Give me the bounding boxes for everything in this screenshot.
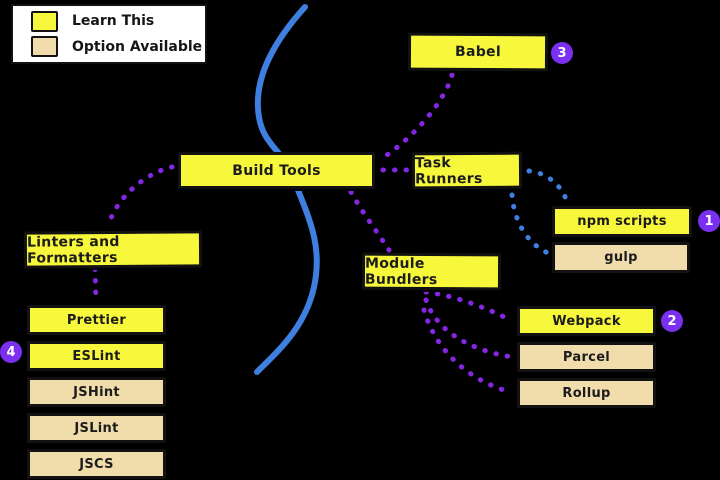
- node-rollup[interactable]: Rollup: [517, 378, 656, 408]
- edge-taskrunners-gulp: [509, 192, 551, 256]
- legend-item-learn: Learn This: [13, 10, 205, 32]
- edge-linters-prettier: [92, 266, 99, 304]
- order-badge-1: 1: [698, 210, 720, 232]
- order-badge-3: 3: [551, 42, 573, 64]
- edge-buildtools-modulebundlers: [348, 189, 392, 253]
- roadmap-spine-line: [254, 4, 320, 375]
- node-linters-and-formatters[interactable]: Linters and Formatters: [23, 230, 203, 269]
- node-babel[interactable]: Babel: [407, 32, 549, 72]
- node-jslint[interactable]: JSLint: [27, 413, 166, 443]
- edge-modulebundlers-rollup: [421, 307, 513, 395]
- node-jshint[interactable]: JSHint: [27, 377, 166, 407]
- node-parcel[interactable]: Parcel: [517, 342, 656, 372]
- node-jscs[interactable]: JSCS: [27, 449, 166, 479]
- legend-label: Option Available: [72, 38, 203, 55]
- edge-buildtools-linters: [105, 164, 175, 230]
- node-gulp[interactable]: gulp: [552, 242, 690, 273]
- node-build-tools[interactable]: Build Tools: [178, 152, 375, 189]
- edge-modulebundlers-webpack: [423, 289, 515, 324]
- legend: Learn This Option Available: [11, 4, 207, 64]
- edge-modulebundlers-parcel: [423, 297, 515, 360]
- legend-item-option: Option Available: [13, 36, 205, 58]
- node-eslint[interactable]: ESLint: [27, 341, 166, 371]
- node-webpack[interactable]: Webpack: [517, 306, 656, 336]
- edge-taskrunners-npmscripts: [526, 168, 570, 205]
- legend-label: Learn This: [72, 13, 155, 30]
- option-available-swatch-icon: [31, 36, 58, 58]
- node-prettier[interactable]: Prettier: [27, 305, 166, 335]
- order-badge-4: 4: [0, 341, 22, 363]
- node-npm-scripts[interactable]: npm scripts: [552, 206, 692, 237]
- node-task-runners[interactable]: Task Runners: [411, 151, 523, 190]
- learn-this-swatch-icon: [31, 10, 58, 32]
- edge-babel-buildtools: [381, 72, 455, 160]
- node-module-bundlers[interactable]: Module Bundlers: [361, 252, 502, 291]
- order-badge-2: 2: [661, 310, 683, 332]
